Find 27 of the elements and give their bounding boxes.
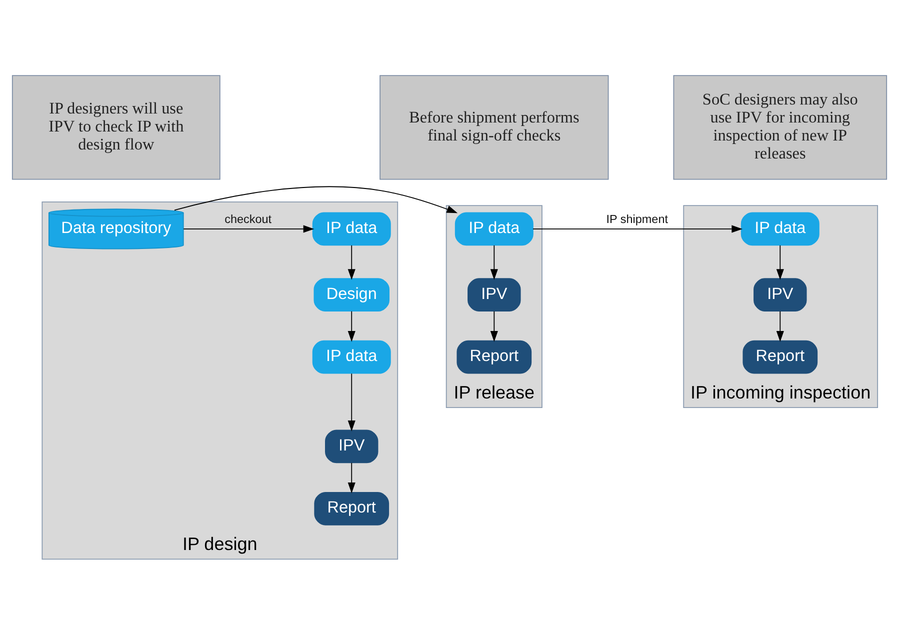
arrow [174, 186, 458, 213]
edge-label: IP shipment [606, 212, 668, 226]
node-box: Before shipment performs final sign-off checks [380, 74, 609, 180]
node-box: Report [742, 340, 818, 374]
arrow [490, 244, 498, 280]
edge-label: checkout [224, 212, 272, 226]
node-box: IP data [312, 340, 391, 374]
arrow [348, 310, 356, 342]
node-box: IP data [740, 212, 820, 246]
arrow [776, 244, 784, 280]
node-box: IP data [454, 212, 534, 246]
arrow [348, 462, 356, 493]
node-box: IP data [312, 212, 391, 246]
node-box: IPV [754, 278, 807, 312]
node-box: IPV [468, 278, 521, 312]
node-box: Report [456, 340, 532, 374]
arrow [348, 244, 356, 280]
node-box: IP designers will use IPV to check IP with design flow [12, 74, 220, 180]
node-box: Report [314, 491, 390, 525]
node-box: SoC designers may also use IPV for incoming inspection of new IP releases [673, 74, 888, 180]
node-box: Design [314, 278, 390, 312]
arrow [490, 310, 498, 342]
arrow [183, 224, 314, 232]
arrow [532, 224, 742, 232]
arrow [776, 310, 784, 342]
arrow [348, 372, 356, 431]
node-box: IPV [325, 429, 378, 463]
